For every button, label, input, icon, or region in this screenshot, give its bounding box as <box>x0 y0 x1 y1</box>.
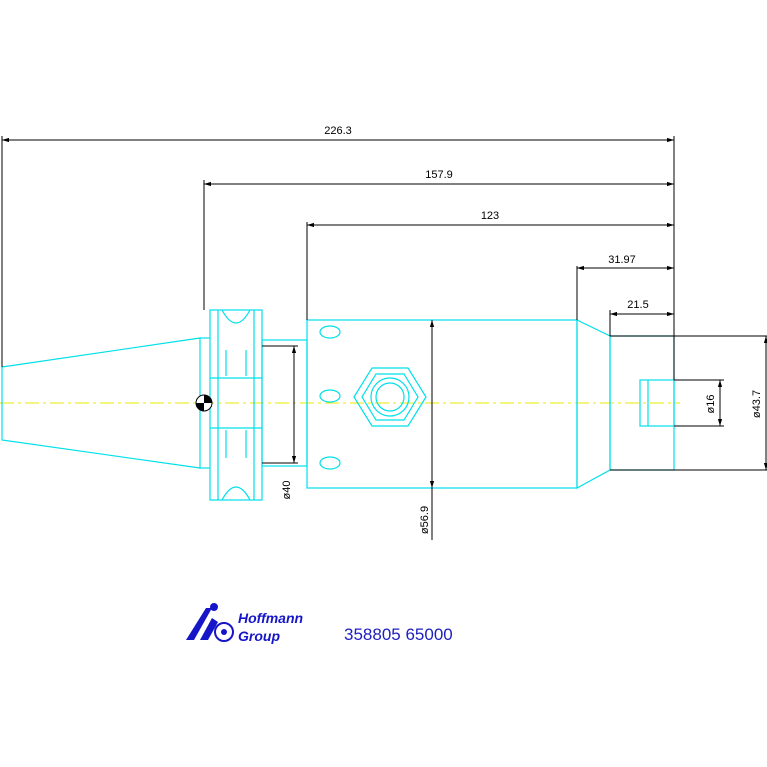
dim-nose-length: 21.5 <box>627 299 648 311</box>
hex-screw <box>353 367 427 427</box>
dim-taper-length: 31.97 <box>608 254 636 266</box>
dim-dia-bore: ø16 <box>705 395 717 414</box>
slot-top <box>319 325 341 339</box>
body-taper <box>576 319 611 490</box>
dim-dia-nose: ø43.7 <box>751 390 763 418</box>
dimension-lines <box>1 136 767 540</box>
dim-body-length: 123 <box>481 210 499 222</box>
dim-flange-length: 157.9 <box>425 169 453 181</box>
dim-dia-body: ø56.9 <box>419 506 431 534</box>
dim-overall-length: 226.3 <box>324 125 352 137</box>
main-body <box>306 319 578 489</box>
logo-emblem-icon <box>186 603 234 642</box>
slot-bottom <box>319 456 341 470</box>
hoffmann-group-logo: Hoffmann Group <box>186 603 303 644</box>
dim-dia-shank: ø40 <box>281 481 293 500</box>
collet <box>639 379 675 427</box>
logo-line2: Group <box>238 628 280 644</box>
slot-mid <box>319 389 341 403</box>
logo-line1: Hoffmann <box>238 610 303 626</box>
part-number: 358805 65000 <box>344 625 453 644</box>
tool-holder-outline <box>1 309 675 501</box>
gauge-point-mark <box>195 394 213 412</box>
